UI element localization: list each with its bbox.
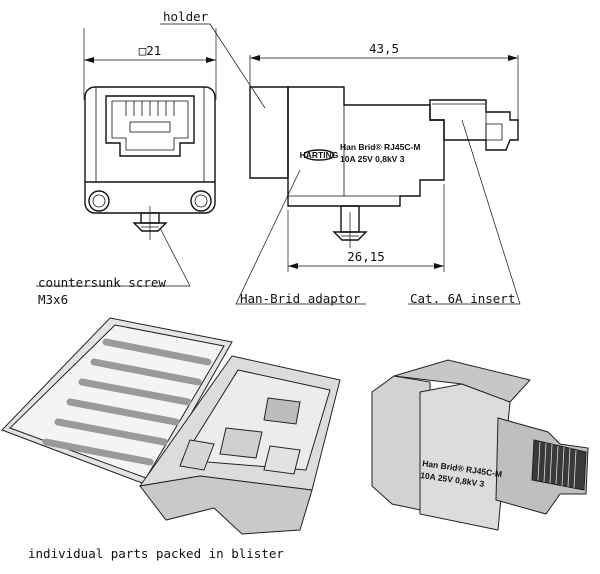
front-view: □21 countersunk screw M3x6 [36,28,217,307]
insert-label: Cat. 6A insert [410,291,515,306]
screw-label-line2: M3x6 [38,292,68,307]
front-width-dimension: □21 [139,43,162,58]
holder-label: holder [163,9,209,24]
depth-dimension: 26,15 [347,249,385,264]
length-dimension: 43,5 [369,41,399,56]
assembled-photo: Han Brid® RJ45C-M 10A 25V 0,8kV 3 [371,359,589,531]
blister-caption: individual parts packed in blister [28,546,284,561]
screw-label-line1: countersunk screw [38,275,166,290]
blister-photo: individual parts packed in blister [1,317,341,561]
adaptor-label: Han-Brid adaptor [240,291,361,306]
side-marking-line1: Han Brid® RJ45C-M [340,142,420,152]
side-view: holder 43,5 HARTING Han Brid® RJ45C-M 10… [160,9,521,306]
svg-text:HARTING: HARTING [300,150,339,160]
side-marking-line2: 10A 25V 0,8kV 3 [340,154,405,164]
